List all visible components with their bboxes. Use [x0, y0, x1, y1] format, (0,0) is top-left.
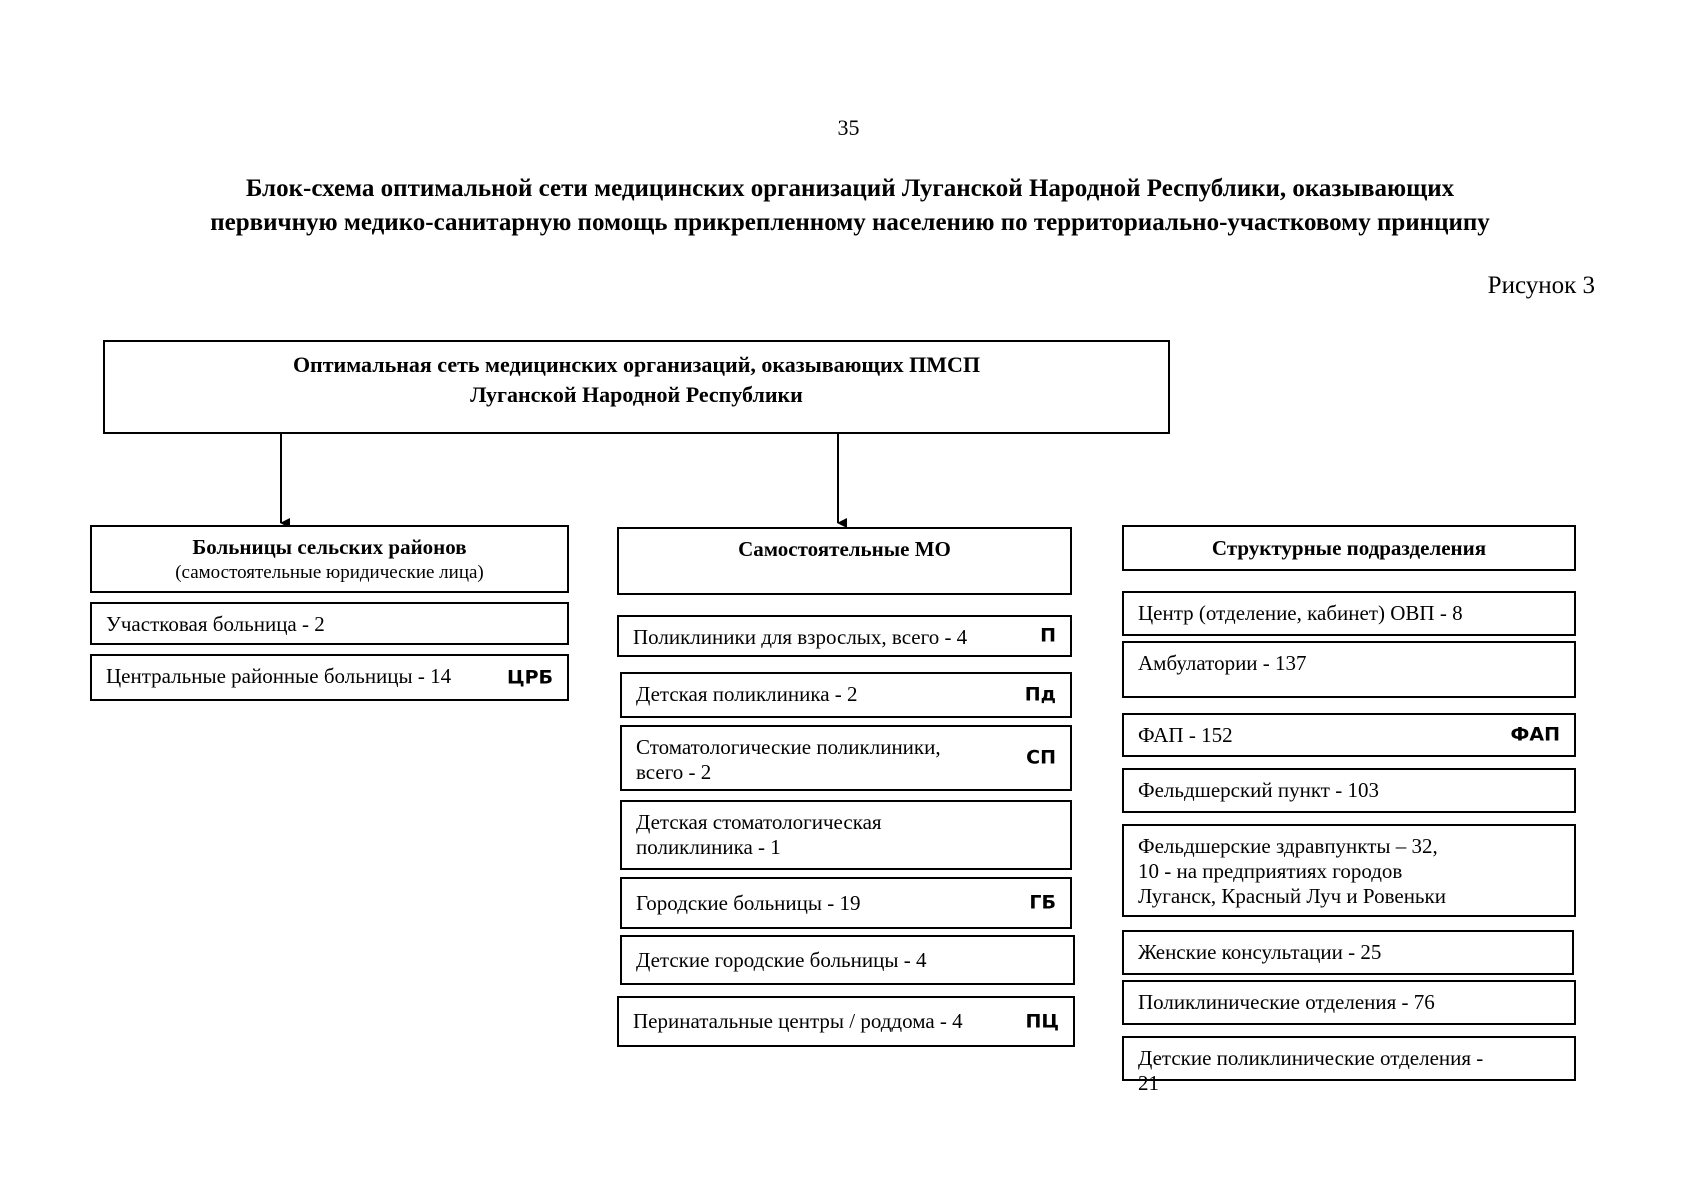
- node-label-line-3: Луганск, Красный Луч и Ровеньки: [1138, 884, 1446, 908]
- page-title: Блок-схема оптимальной сети медицинских …: [110, 172, 1590, 240]
- node-label: Поликлинические отделения - 76: [1138, 990, 1435, 1014]
- node-label-line-1: Детская стоматологическая: [636, 810, 882, 834]
- node-label-line-2: поликлиника - 1: [636, 835, 781, 859]
- figure-label: Рисунок 3: [1487, 272, 1595, 299]
- node-central-district-hospitals: Центральные районные больницы - 14 ЦРБ: [90, 654, 569, 701]
- node-label: Амбулатории - 137: [1138, 651, 1307, 675]
- node-tag: Пд: [1024, 683, 1056, 706]
- node-feldsher-point: Фельдшерский пункт - 103: [1122, 768, 1576, 813]
- node-tag: ПЦ: [1025, 1010, 1059, 1032]
- node-tag: ГБ: [1029, 891, 1056, 914]
- node-label-line-2: 10 - на предприятиях городов: [1138, 859, 1403, 883]
- node-label: Женские консультации - 25: [1138, 940, 1382, 964]
- node-label: Поликлиники для взрослых, всего - 4: [633, 625, 968, 649]
- node-gp-centers: Центр (отделение, кабинет) ОВП - 8: [1122, 591, 1576, 636]
- node-children-polyclinic: Детская поликлиника - 2 Пд: [620, 672, 1072, 718]
- node-feldsher-health-posts: Фельдшерские здравпункты – 32, 10 - на п…: [1122, 824, 1576, 917]
- node-perinatal-centers: Перинатальные центры / роддома - 4 ПЦ: [617, 996, 1075, 1047]
- node-label: Детские поликлинические отделения - 21: [1138, 1046, 1484, 1095]
- node-womens-consultations: Женские консультации - 25: [1122, 930, 1574, 975]
- independent-mo-title: Самостоятельные МО: [738, 537, 951, 561]
- node-label: Участковая больница - 2: [106, 612, 325, 636]
- rural-hospitals-header: Больницы сельских районов (самостоятельн…: [90, 525, 569, 593]
- node-children-dental-polyclinic: Детская стоматологическая поликлиника - …: [620, 800, 1072, 870]
- title-line-1: Блок-схема оптимальной сети медицинских …: [245, 175, 1455, 202]
- structural-units-header: Структурные подразделения: [1122, 525, 1576, 571]
- root-box: Оптимальная сеть медицинских организаций…: [103, 340, 1170, 434]
- node-label: Фельдшерский пункт - 103: [1138, 778, 1379, 802]
- structural-units-title: Структурные подразделения: [1211, 536, 1487, 560]
- node-label: Перинатальные центры / роддома - 4: [633, 1009, 963, 1033]
- node-dental-polyclinics: Стоматологические поликлиники, всего - 2…: [620, 725, 1072, 791]
- node-city-hospitals: Городские больницы - 19 ГБ: [620, 877, 1072, 929]
- node-label: ФАП - 152: [1138, 723, 1233, 747]
- root-line-2: Луганской Народной Республики: [470, 382, 803, 407]
- node-polyclinic-departments: Поликлинические отделения - 76: [1122, 980, 1576, 1025]
- node-label-line-2: всего - 2: [636, 760, 712, 784]
- node-district-hospital: Участковая больница - 2: [90, 602, 569, 645]
- root-line-1: Оптимальная сеть медицинских организаций…: [292, 352, 981, 377]
- node-label-line-1: Фельдшерские здравпункты – 32,: [1138, 834, 1438, 858]
- node-tag: ФАП: [1510, 723, 1560, 746]
- rural-hospitals-title: Больницы сельских районов: [192, 535, 467, 559]
- node-fap: ФАП - 152 ФАП: [1122, 713, 1576, 757]
- node-label: Детская поликлиника - 2: [636, 682, 858, 706]
- independent-mo-header: Самостоятельные МО: [617, 527, 1072, 595]
- node-tag: ЦРБ: [506, 666, 553, 688]
- node-label-line-1: Стоматологические поликлиники,: [636, 735, 941, 759]
- node-children-polyclinic-departments: Детские поликлинические отделения - 21: [1122, 1036, 1576, 1095]
- node-label: Центр (отделение, кабинет) ОВП - 8: [1138, 601, 1463, 625]
- page-number: 35: [837, 115, 860, 140]
- node-label: Городские больницы - 19: [636, 891, 861, 915]
- node-adult-polyclinics: Поликлиники для взрослых, всего - 4 П: [617, 615, 1072, 657]
- node-label: Центральные районные больницы - 14: [106, 664, 452, 688]
- node-children-city-hospitals: Детские городские больницы - 4: [620, 935, 1075, 985]
- node-label: Детские городские больницы - 4: [636, 948, 927, 972]
- title-line-2: первичную медико-санитарную помощь прикр…: [210, 209, 1490, 236]
- node-tag: П: [1040, 624, 1056, 647]
- rural-hospitals-subtitle: (самостоятельные юридические лица): [175, 562, 484, 583]
- node-tag: СП: [1026, 746, 1056, 769]
- node-ambulatories: Амбулатории - 137: [1122, 641, 1576, 698]
